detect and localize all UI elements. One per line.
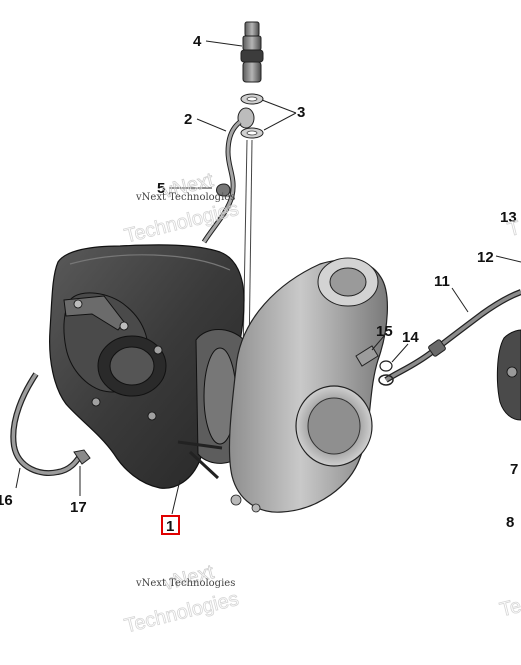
watermark-bottom: vNext Technologies bbox=[122, 561, 241, 638]
callout-5: 5 bbox=[157, 180, 165, 197]
callout-17: 17 bbox=[70, 499, 87, 516]
callout-7: 7 bbox=[510, 461, 518, 478]
callout-14: 14 bbox=[402, 329, 419, 346]
watermark-big-word-2: Technologies bbox=[122, 198, 241, 248]
callout-3: 3 bbox=[297, 104, 305, 121]
watermark-right-fragment: Te bbox=[498, 595, 521, 621]
watermark-top: vNext Technologies bbox=[122, 169, 241, 248]
callout-13: 13 bbox=[500, 209, 517, 226]
part-3-washers bbox=[240, 93, 264, 139]
oil-passage-guide bbox=[242, 139, 253, 357]
watermark-right-top-fragment: T bbox=[505, 217, 521, 241]
part-15-clip bbox=[355, 345, 379, 367]
callout-1-highlight-box bbox=[161, 515, 180, 535]
part-4-fitting bbox=[240, 21, 264, 83]
callout-15: 15 bbox=[376, 323, 393, 340]
callout-2: 2 bbox=[184, 111, 192, 128]
turbine-housing bbox=[49, 244, 245, 489]
part-14-washer bbox=[379, 360, 393, 372]
callout-8: 8 bbox=[506, 514, 514, 531]
callout-11: 11 bbox=[434, 273, 450, 290]
watermark-right-edge: Te bbox=[497, 594, 521, 621]
watermark-brand-top: vNext Technologies bbox=[135, 192, 235, 203]
leader-lines bbox=[15, 40, 521, 515]
compressor-housing bbox=[228, 257, 388, 513]
part-16-hose bbox=[10, 372, 83, 476]
callout-4: 4 bbox=[193, 33, 202, 50]
part-2-oil-line bbox=[201, 107, 255, 244]
watermark-right-top-edge: T bbox=[505, 216, 521, 241]
callout-12: 12 bbox=[477, 249, 494, 266]
watermark-big-word-2-bottom: Technologies bbox=[122, 588, 241, 638]
part-11-cable bbox=[378, 289, 521, 386]
part-5-clamp bbox=[216, 183, 231, 197]
callout-16: 16 bbox=[0, 492, 13, 509]
part-17-clip bbox=[73, 449, 91, 465]
callout-1: 1 bbox=[166, 518, 174, 535]
watermark-brand-bottom: vNext Technologies bbox=[135, 578, 235, 589]
right-edge-part bbox=[496, 329, 521, 421]
